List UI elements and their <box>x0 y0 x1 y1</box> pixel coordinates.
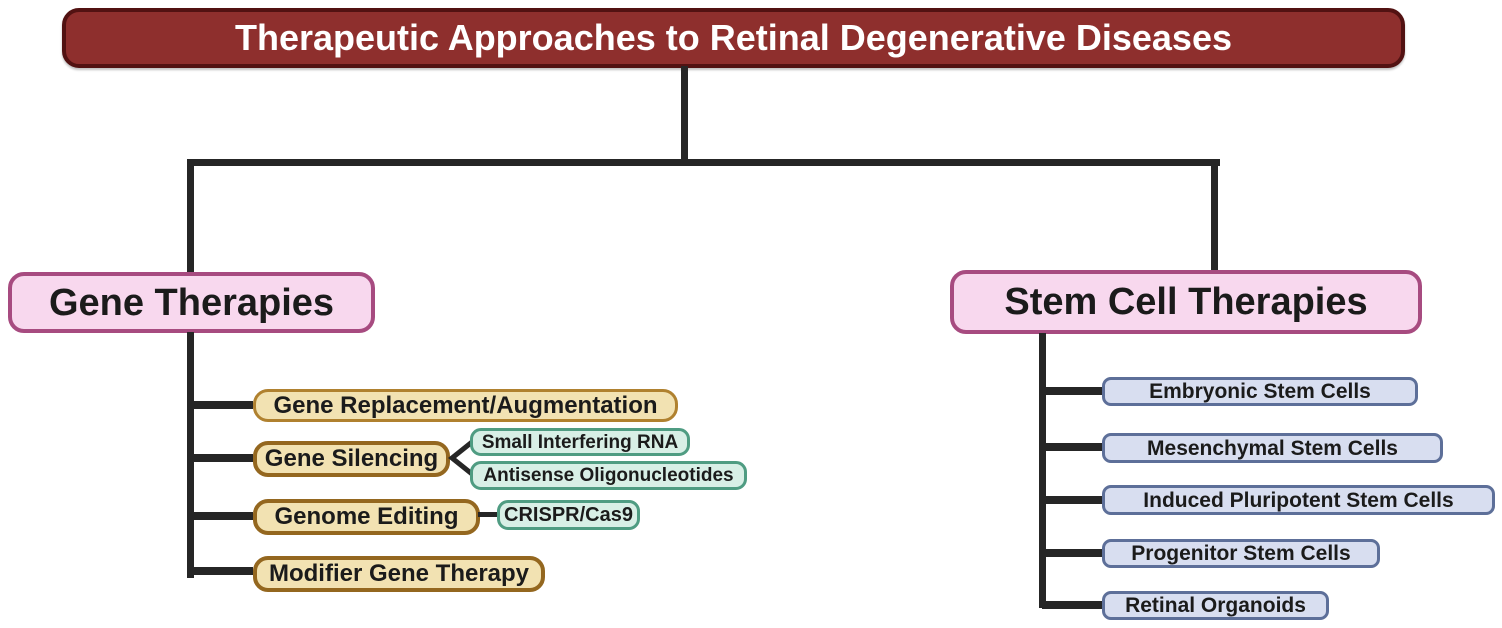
connector-stem-stub-3 <box>1042 496 1103 504</box>
node-modifier-gene-therapy: Modifier Gene Therapy <box>253 556 545 592</box>
connector-gene-silencing-fan <box>448 438 474 478</box>
connector-title-stem <box>681 66 688 163</box>
connector-gene-stub-3 <box>190 512 253 520</box>
branch-gene-therapies: Gene Therapies <box>8 272 375 333</box>
connector-stem-stub-1 <box>1042 387 1103 395</box>
node-sirna: Small Interfering RNA <box>470 428 690 456</box>
diagram-title-label: Therapeutic Approaches to Retinal Degene… <box>234 17 1232 58</box>
node-crispr-label: CRISPR/Cas9 <box>504 504 633 526</box>
connector-stem-stub-5 <box>1042 601 1103 609</box>
node-genome-editing-label: Genome Editing <box>274 503 459 530</box>
node-mesenchymal-stem-cells: Mesenchymal Stem Cells <box>1102 433 1443 463</box>
node-genome-editing: Genome Editing <box>253 499 480 535</box>
connector-left-drop <box>187 159 194 273</box>
connector-horizontal-bar <box>187 159 1220 166</box>
connector-gene-stub-4 <box>190 567 253 575</box>
branch-stem-cell-therapies: Stem Cell Therapies <box>950 270 1422 334</box>
node-gene-silencing: Gene Silencing <box>253 441 450 477</box>
node-embryonic-stem-cells: Embryonic Stem Cells <box>1102 377 1418 406</box>
connector-stem-trunk <box>1039 333 1046 608</box>
node-antisense: Antisense Oligonucleotides <box>470 461 747 490</box>
connector-gene-stub-2 <box>190 454 253 462</box>
node-mesenchymal-stem-cells-label: Mesenchymal Stem Cells <box>1147 436 1398 460</box>
connector-right-drop <box>1211 159 1218 271</box>
node-progenitor-stem-cells-label: Progenitor Stem Cells <box>1131 542 1351 565</box>
branch-gene-therapies-label: Gene Therapies <box>48 281 335 324</box>
diagram-title: Therapeutic Approaches to Retinal Degene… <box>62 8 1405 68</box>
node-embryonic-stem-cells-label: Embryonic Stem Cells <box>1149 380 1371 403</box>
branch-stem-cell-therapies-label: Stem Cell Therapies <box>1004 281 1368 323</box>
node-retinal-organoids-label: Retinal Organoids <box>1125 594 1306 617</box>
node-sirna-label: Small Interfering RNA <box>481 431 679 453</box>
node-retinal-organoids: Retinal Organoids <box>1102 591 1329 620</box>
node-antisense-label: Antisense Oligonucleotides <box>483 465 734 486</box>
connector-gene-stub-1 <box>190 401 253 409</box>
node-gene-replacement-label: Gene Replacement/Augmentation <box>273 391 658 419</box>
connector-crispr-stub <box>478 512 500 517</box>
node-gene-silencing-label: Gene Silencing <box>264 445 439 472</box>
node-gene-replacement: Gene Replacement/Augmentation <box>253 389 678 422</box>
node-modifier-gene-therapy-label: Modifier Gene Therapy <box>268 560 530 587</box>
connector-stem-stub-2 <box>1042 443 1103 451</box>
node-crispr: CRISPR/Cas9 <box>497 500 640 530</box>
connector-stem-stub-4 <box>1042 549 1103 557</box>
node-induced-pluripotent-stem-cells: Induced Pluripotent Stem Cells <box>1102 485 1495 515</box>
node-progenitor-stem-cells: Progenitor Stem Cells <box>1102 539 1380 568</box>
node-induced-pluripotent-stem-cells-label: Induced Pluripotent Stem Cells <box>1143 488 1454 512</box>
